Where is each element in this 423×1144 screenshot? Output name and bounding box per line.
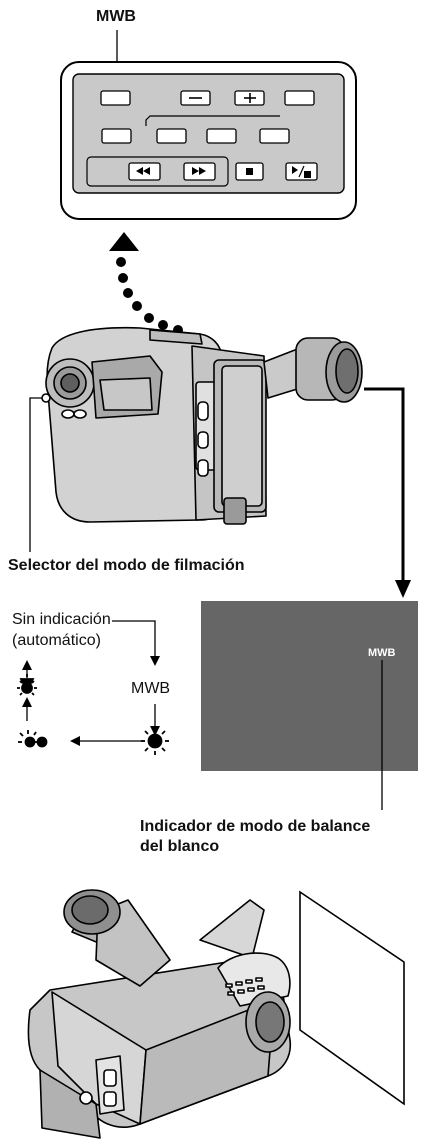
blank-button-5 bbox=[259, 128, 290, 144]
blank-button-4 bbox=[206, 128, 237, 144]
viewfinder-to-screen-line bbox=[364, 387, 405, 582]
mode-selector-callout-line bbox=[29, 397, 42, 552]
automatic-label: (automático) bbox=[12, 632, 101, 649]
camcorder-perspective-illustration bbox=[27, 889, 292, 1139]
mode-selector-label: Selector del modo de filmación bbox=[8, 557, 245, 574]
no-indication-label: Sin indicación bbox=[12, 611, 111, 628]
blank-button-1 bbox=[100, 90, 131, 106]
mwb-button bbox=[101, 128, 132, 144]
viewfinder-arrow-head-icon bbox=[395, 580, 411, 598]
viewfinder-screen bbox=[201, 601, 418, 771]
blank-button-2 bbox=[284, 90, 315, 106]
remote-mwb-callout-label: MWB bbox=[96, 8, 136, 25]
stop-icon bbox=[246, 168, 253, 175]
plus-icon bbox=[244, 93, 256, 103]
play-pause-icon bbox=[292, 165, 311, 178]
blank-button-3 bbox=[156, 128, 187, 144]
dotted-arrow-head-icon bbox=[109, 232, 139, 251]
camcorder-side-illustration bbox=[41, 326, 363, 525]
dotted-arrow-trail bbox=[116, 257, 183, 335]
incandescent-icon bbox=[17, 674, 37, 696]
viewfinder-mwb-indicator: MWB bbox=[368, 647, 396, 659]
mwb-cycle-label: MWB bbox=[131, 680, 171, 697]
fast-forward-icon bbox=[192, 167, 206, 175]
white-card-illustration bbox=[299, 890, 405, 1106]
wb-indicator-label-line1: Indicador de modo de balance bbox=[140, 818, 371, 835]
fluorescent-icon bbox=[18, 730, 48, 748]
remote-transport-group bbox=[86, 156, 229, 187]
keypad-illustration bbox=[225, 977, 265, 996]
sun-icon bbox=[141, 727, 169, 755]
wb-indicator-label-line2: del blanco bbox=[140, 838, 220, 855]
remote-group-line-1 bbox=[145, 115, 280, 126]
rewind-icon bbox=[136, 167, 150, 175]
